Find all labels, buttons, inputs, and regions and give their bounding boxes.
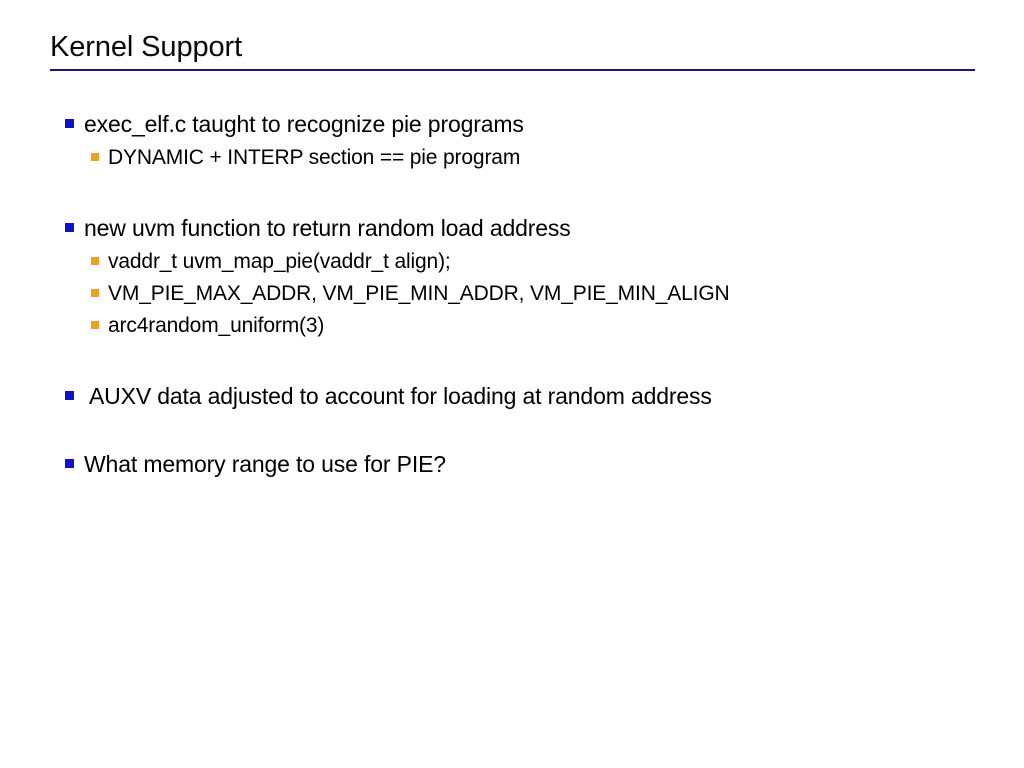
list-item-label: vaddr_t uvm_map_pie(vaddr_t align); <box>108 250 451 273</box>
orange-square-bullet-icon <box>91 257 99 265</box>
list-item: What memory range to use for PIE? <box>0 448 1024 482</box>
group-spacer <box>0 174 1024 212</box>
blue-square-bullet-icon <box>65 391 74 400</box>
list-item: new uvm function to return random load a… <box>0 212 1024 246</box>
list-item: VM_PIE_MAX_ADDR, VM_PIE_MIN_ADDR, VM_PIE… <box>0 278 1024 310</box>
orange-square-bullet-icon <box>91 321 99 329</box>
list-item: AUXV data adjusted to account for loadin… <box>0 380 1024 414</box>
list-item-label: VM_PIE_MAX_ADDR, VM_PIE_MIN_ADDR, VM_PIE… <box>108 282 730 305</box>
blue-square-bullet-icon <box>65 459 74 468</box>
slide-title-block: Kernel Support <box>50 30 975 71</box>
list-item-label: AUXV data adjusted to account for loadin… <box>84 383 712 409</box>
slide-body-content: exec_elf.c taught to recognize pie progr… <box>0 108 1024 482</box>
group-spacer <box>0 342 1024 380</box>
blue-square-bullet-icon <box>65 223 74 232</box>
list-item: vaddr_t uvm_map_pie(vaddr_t align); <box>0 246 1024 278</box>
page-title: Kernel Support <box>50 31 243 63</box>
list-item-label: DYNAMIC + INTERP section == pie program <box>108 146 521 169</box>
list-item-label: exec_elf.c taught to recognize pie progr… <box>84 111 524 137</box>
list-item: DYNAMIC + INTERP section == pie program <box>0 142 1024 174</box>
blue-square-bullet-icon <box>65 119 74 128</box>
group-spacer <box>0 414 1024 448</box>
orange-square-bullet-icon <box>91 153 99 161</box>
title-underline-rule <box>50 69 975 71</box>
list-item: exec_elf.c taught to recognize pie progr… <box>0 108 1024 142</box>
list-item-label: What memory range to use for PIE? <box>84 451 446 477</box>
orange-square-bullet-icon <box>91 289 99 297</box>
list-item: arc4random_uniform(3) <box>0 310 1024 342</box>
list-item-label: new uvm function to return random load a… <box>84 215 571 241</box>
list-item-label: arc4random_uniform(3) <box>108 314 325 337</box>
